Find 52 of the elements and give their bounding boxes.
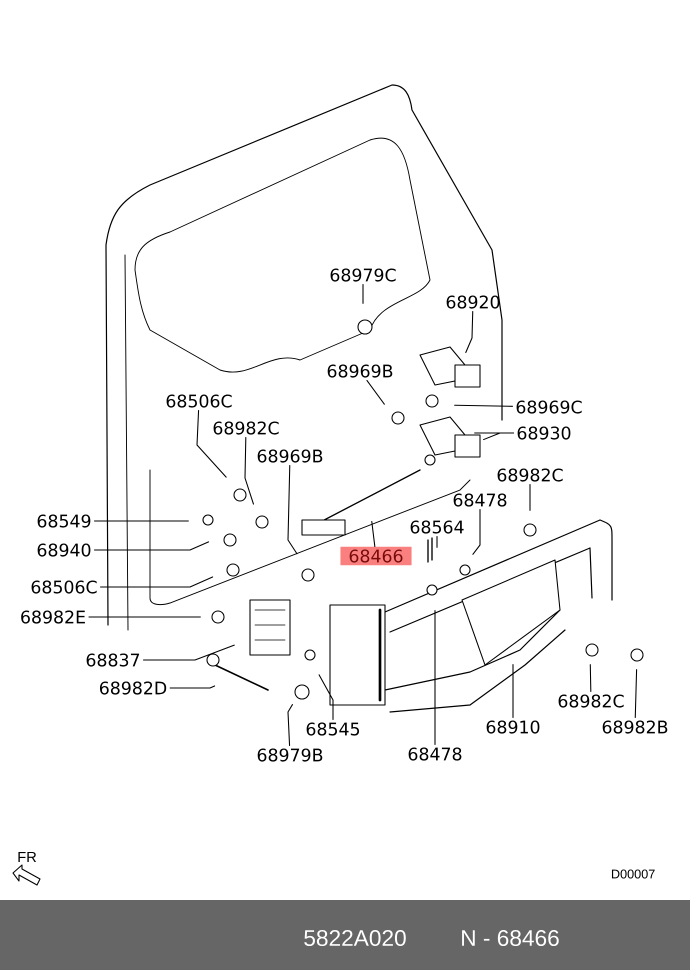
callout-number: 68979C	[330, 268, 396, 282]
leader-line	[142, 644, 235, 661]
leader-line	[362, 284, 364, 304]
callout-number: 68982D	[100, 681, 166, 695]
callout-number: 68545	[306, 722, 360, 736]
callout-number: 68506C	[32, 580, 97, 594]
part-number: N - 68466	[462, 930, 559, 946]
leader-line	[88, 616, 201, 618]
callout-number: 68979B	[258, 748, 322, 762]
callout-number: 68506C	[166, 394, 232, 408]
callout-number: 68969B	[258, 449, 322, 463]
callout-number: 68564	[410, 520, 464, 534]
leader-line	[366, 380, 385, 405]
part-number: 5822A020	[304, 930, 406, 946]
leader-line	[94, 541, 210, 551]
callout-number: 68910	[486, 720, 540, 734]
leader-line	[170, 685, 216, 689]
callout-number: 68982C	[498, 468, 563, 482]
leader-line	[287, 704, 293, 746]
leader-line	[244, 436, 254, 505]
callout-number: 68478	[454, 493, 506, 507]
leader-line	[472, 508, 481, 555]
leader-line	[287, 464, 298, 554]
leader-line	[483, 432, 514, 440]
leader-line	[371, 521, 376, 548]
leader-line	[590, 664, 592, 692]
highlighted-callout: 68466	[340, 546, 412, 566]
callout-number: 68982B	[602, 720, 668, 734]
leader-line	[465, 310, 474, 354]
leader-line	[454, 404, 513, 407]
leader-line	[318, 674, 334, 720]
leader-line	[100, 576, 214, 588]
leader-line	[196, 410, 227, 478]
callout-number: 68982C	[558, 694, 624, 708]
leader-line	[634, 669, 638, 718]
callout-number: 68920	[446, 295, 500, 309]
callout-number: 68549	[38, 514, 90, 528]
leader-line	[436, 536, 438, 548]
direction-label: FR	[18, 852, 36, 862]
callout-number: 68969C	[516, 400, 582, 414]
callout-number: 68837	[86, 653, 140, 667]
leader-line	[512, 664, 514, 718]
drawing-code: D00007	[612, 870, 655, 878]
leader-line	[434, 610, 436, 746]
callout-number: 68930	[518, 426, 570, 440]
callout-number: 68982E	[21, 610, 85, 624]
callout-number: 68982C	[214, 421, 279, 435]
leader-line	[94, 520, 189, 522]
callout-number: 68969B	[328, 364, 392, 378]
callout-number: 68478	[408, 747, 462, 761]
leader-line	[529, 484, 531, 511]
callout-number: 68940	[38, 543, 90, 557]
